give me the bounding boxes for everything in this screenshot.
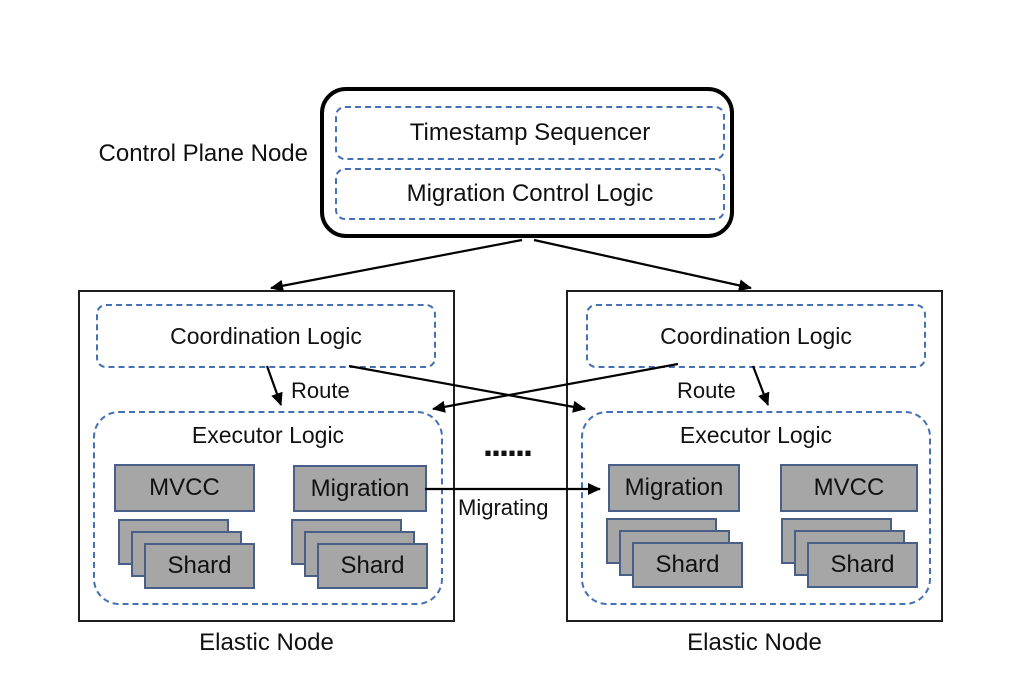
executor-logic-label-right: Executor Logic	[679, 422, 833, 448]
migration-control-logic-label: Migration Control Logic	[406, 180, 654, 207]
arrow-control-to-left-node	[270, 238, 523, 292]
migration-module-left: Migration	[293, 465, 427, 512]
migration-control-logic-box: Migration Control Logic	[335, 168, 725, 220]
shard-stack-right-1: Shard	[606, 518, 746, 590]
more-nodes-ellipsis: ......	[483, 423, 533, 464]
mvcc-module-right: MVCC	[780, 464, 918, 512]
elastic-node-caption-right: Elastic Node	[687, 629, 822, 656]
executor-logic-label-left: Executor Logic	[191, 422, 345, 448]
migration-label-right: Migration	[624, 474, 724, 501]
migration-module-right: Migration	[608, 464, 740, 512]
shard-stack-left-1: Shard	[118, 519, 258, 591]
coordination-logic-label-right: Coordination Logic	[660, 322, 852, 349]
shard-stack-right-2: Shard	[781, 518, 921, 590]
mvcc-module-left: MVCC	[114, 464, 255, 512]
shard-front: Shard	[807, 542, 918, 588]
executor-logic-box-right: Executor Logic	[581, 411, 931, 605]
coordination-logic-label-left: Coordination Logic	[170, 322, 362, 349]
migration-label-left: Migration	[310, 474, 410, 502]
shard-front: Shard	[317, 543, 428, 589]
elastic-node-right: Coordination Logic Executor Logic Migrat…	[566, 290, 943, 622]
route-label-left: Route	[291, 378, 350, 403]
coordination-logic-box-right: Coordination Logic	[586, 304, 926, 368]
mvcc-label-left: MVCC	[149, 474, 220, 501]
shard-front: Shard	[144, 543, 255, 589]
migrating-label: Migrating	[458, 495, 549, 520]
executor-logic-box-left: Executor Logic	[93, 411, 443, 605]
elastic-node-left: Coordination Logic Executor Logic MVCC M…	[78, 290, 455, 622]
elastic-node-caption-left: Elastic Node	[199, 629, 334, 656]
timestamp-sequencer-label: Timestamp Sequencer	[409, 119, 651, 146]
arrow-control-to-right-node	[533, 238, 752, 292]
mvcc-label-right: MVCC	[813, 474, 885, 501]
shard-front: Shard	[632, 542, 743, 588]
control-plane-node-box: Timestamp Sequencer Migration Control Lo…	[320, 87, 734, 238]
coordination-logic-box-left: Coordination Logic	[96, 304, 436, 368]
route-label-right: Route	[677, 378, 736, 403]
control-plane-label: Control Plane Node	[98, 140, 308, 167]
shard-stack-left-2: Shard	[291, 519, 431, 591]
timestamp-sequencer-box: Timestamp Sequencer	[335, 106, 725, 160]
